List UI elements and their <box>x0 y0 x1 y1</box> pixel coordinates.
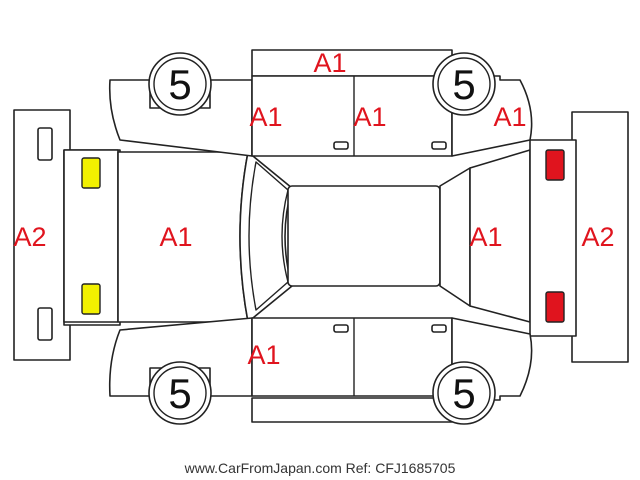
right-side-body <box>108 317 533 423</box>
wheel-front-right: 5 <box>148 361 212 425</box>
front-bumper <box>13 109 71 361</box>
damage-code-rear-bumper: A2 <box>581 222 614 252</box>
left-side-body <box>108 49 533 157</box>
damage-code-left-front-door: A1 <box>249 102 282 132</box>
rear-lamp-top <box>545 149 565 181</box>
damage-code-right-front-door: A1 <box>247 340 280 370</box>
damage-code-hood: A1 <box>159 222 192 252</box>
rear-window <box>439 167 471 307</box>
wheel-front-left: 5 <box>148 52 212 116</box>
windshield <box>239 151 293 323</box>
rear-lamp-bottom <box>545 291 565 323</box>
wheel-rear-left: 5 <box>432 52 496 116</box>
front-lamp-bottom <box>81 283 101 315</box>
front-face <box>63 149 119 323</box>
source-reference: www.CarFromJapan.com Ref: CFJ1685705 <box>184 460 456 476</box>
front-lamp-top <box>81 157 101 189</box>
damage-code-roof-edge: A1 <box>313 48 346 78</box>
damage-code-tailgate: A1 <box>469 222 502 252</box>
rear-face <box>529 139 577 337</box>
wheel-grade: 5 <box>452 61 475 108</box>
wheel-grade: 5 <box>168 61 191 108</box>
wheel-grade: 5 <box>168 370 191 417</box>
roof-panel <box>287 185 441 287</box>
damage-code-left-quarter: A1 <box>493 102 526 132</box>
damage-code-left-rear-door: A1 <box>353 102 386 132</box>
damage-code-front-bumper: A2 <box>13 222 46 252</box>
wheel-grade: 5 <box>452 370 475 417</box>
wheel-rear-right: 5 <box>432 361 496 425</box>
